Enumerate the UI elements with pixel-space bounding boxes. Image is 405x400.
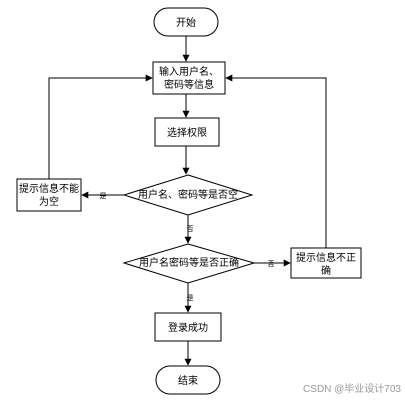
edge-label-yes-correct: 是 — [187, 294, 194, 302]
edge-label-no-correct: 否 — [268, 260, 275, 268]
prompt-incorrect-line1: 提示信息不正 — [296, 251, 356, 264]
input-node: 输入用户名、 密码等信息 — [152, 61, 226, 95]
edge-label-yes-empty: 是 — [100, 192, 107, 200]
input-label-line1: 输入用户名、 — [159, 65, 219, 78]
start-node: 开始 — [153, 7, 219, 37]
prompt-empty-node: 提示信息不能 为空 — [16, 178, 82, 212]
select-permission-node: 选择权限 — [154, 117, 220, 147]
end-node: 结束 — [155, 365, 221, 395]
select-permission-label: 选择权限 — [167, 126, 207, 139]
login-success-node: 登录成功 — [154, 312, 222, 342]
check-empty-label: 用户名、密码等是否空 — [138, 188, 238, 201]
loop-prompt-incorrect-to-input — [225, 74, 327, 248]
loop-prompt-empty-to-input — [48, 74, 153, 179]
watermark-text: CSDN @毕业设计703 — [303, 382, 401, 395]
check-empty-decision: 用户名、密码等是否空 — [122, 174, 254, 216]
prompt-empty-line2: 为空 — [39, 195, 59, 208]
prompt-incorrect-node: 提示信息不正 确 — [290, 247, 362, 279]
start-label: 开始 — [176, 16, 196, 29]
prompt-empty-line1: 提示信息不能 — [19, 182, 79, 195]
end-label: 结束 — [178, 374, 198, 387]
prompt-incorrect-line2: 确 — [321, 264, 331, 277]
input-label-line2: 密码等信息 — [164, 78, 214, 91]
check-correct-label: 用户名密码等是否正确 — [139, 256, 239, 269]
check-correct-decision: 用户名密码等是否正确 — [122, 243, 256, 284]
login-success-label: 登录成功 — [168, 321, 208, 334]
edge-label-no-empty: 否 — [187, 225, 194, 233]
